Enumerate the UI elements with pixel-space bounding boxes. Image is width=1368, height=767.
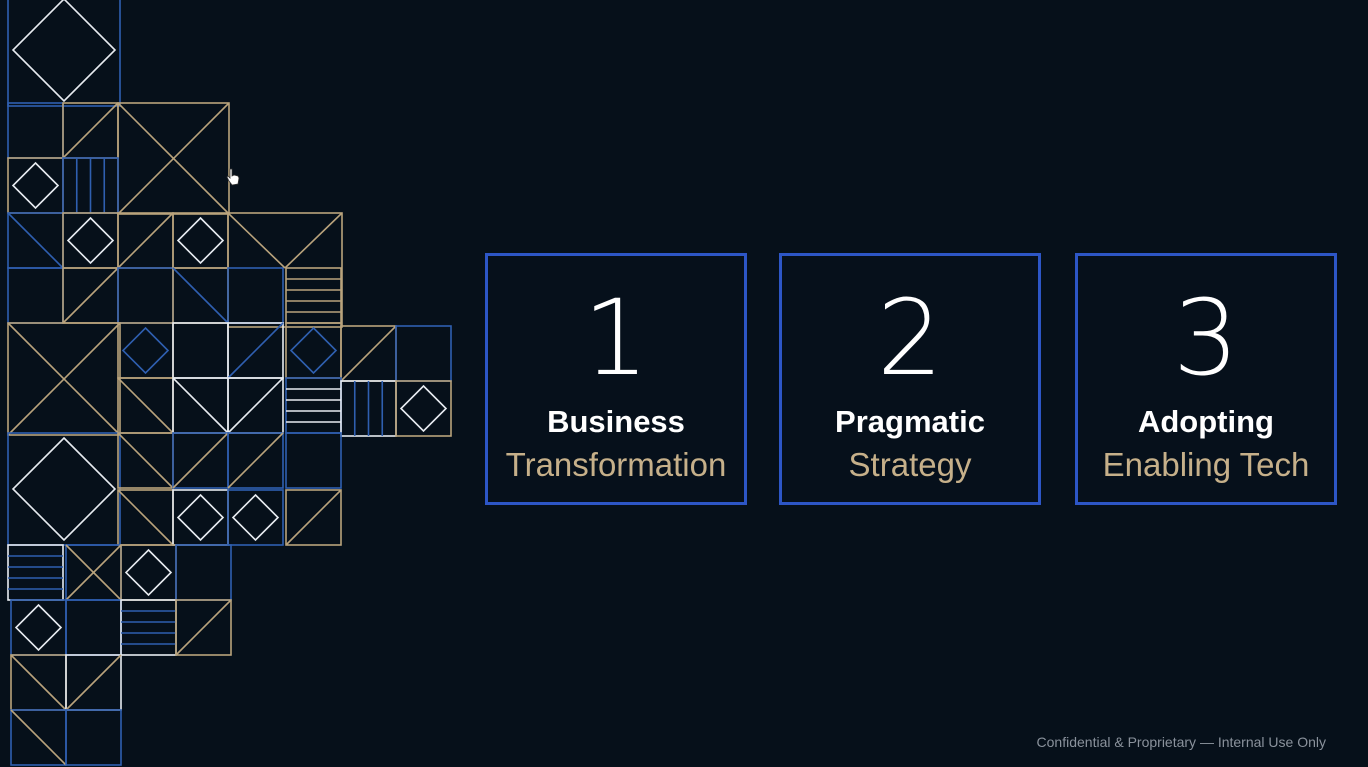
pillar-box-2: 2 Pragmatic Strategy	[779, 253, 1041, 505]
pillar-box-1: 1 Business Transformation	[485, 253, 747, 505]
pillar-title: Pragmatic	[835, 404, 985, 439]
pillar-subtitle: Strategy	[848, 446, 972, 483]
pillar-number: 3	[1172, 277, 1240, 399]
pillar-subtitle: Transformation	[505, 446, 727, 483]
pillar-number: 2	[876, 277, 944, 399]
pillar-title: Adopting	[1137, 404, 1274, 439]
hand-pointer-icon	[226, 168, 240, 186]
pillar-number: 1	[582, 277, 650, 399]
pillar-subtitle: Enabling Tech	[1102, 446, 1310, 483]
geometric-pattern-decoration	[7, 0, 452, 766]
confidential-footer: Confidential & Proprietary — Internal Us…	[1036, 734, 1326, 750]
pillar-box-3: 3 Adopting Enabling Tech	[1075, 253, 1337, 505]
pillar-title: Business	[547, 404, 685, 439]
